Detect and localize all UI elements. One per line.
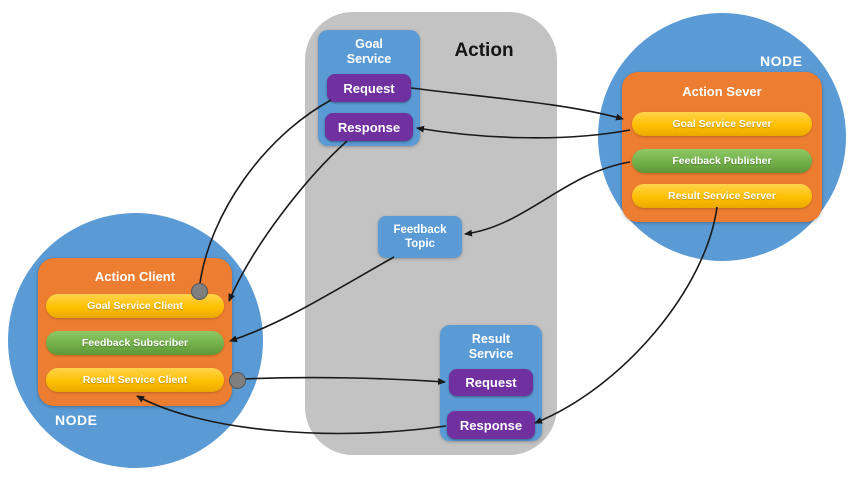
feedback-topic-line2: Topic <box>405 238 435 250</box>
feedback-publisher-pill: Feedback Publisher <box>632 149 812 173</box>
feedback-topic-line1: Feedback <box>393 224 447 236</box>
action-server-title: Action Sever <box>682 84 762 99</box>
goal-client-connector-dot <box>191 283 208 300</box>
action-container-title: Action <box>454 40 514 61</box>
goal-request-button: Request <box>327 74 411 102</box>
result-service-title-line2: Service <box>468 347 514 361</box>
server-node-label: NODE <box>760 53 803 69</box>
goal-service-title-line2: Service <box>346 52 392 66</box>
client-node-label: NODE <box>55 412 98 428</box>
result-service-client-pill: Result Service Client <box>46 368 224 392</box>
result-response-button: Response <box>447 411 535 439</box>
feedback-subscriber-pill: Feedback Subscriber <box>46 331 224 355</box>
result-service-server-pill: Result Service Server <box>632 184 812 208</box>
goal-service-server-pill: Goal Service Server <box>632 112 812 136</box>
result-client-connector-dot <box>229 372 246 389</box>
result-request-button: Request <box>449 369 533 396</box>
goal-response-button: Response <box>325 113 413 141</box>
action-client-title: Action Client <box>94 269 176 284</box>
result-service-title-line1: Result <box>471 332 511 346</box>
feedback-topic-box: Feedback Topic <box>378 216 462 258</box>
goal-service-title: Goal Service <box>318 30 420 67</box>
result-service-title: Result Service <box>440 325 542 362</box>
goal-service-title-line1: Goal <box>355 37 383 51</box>
